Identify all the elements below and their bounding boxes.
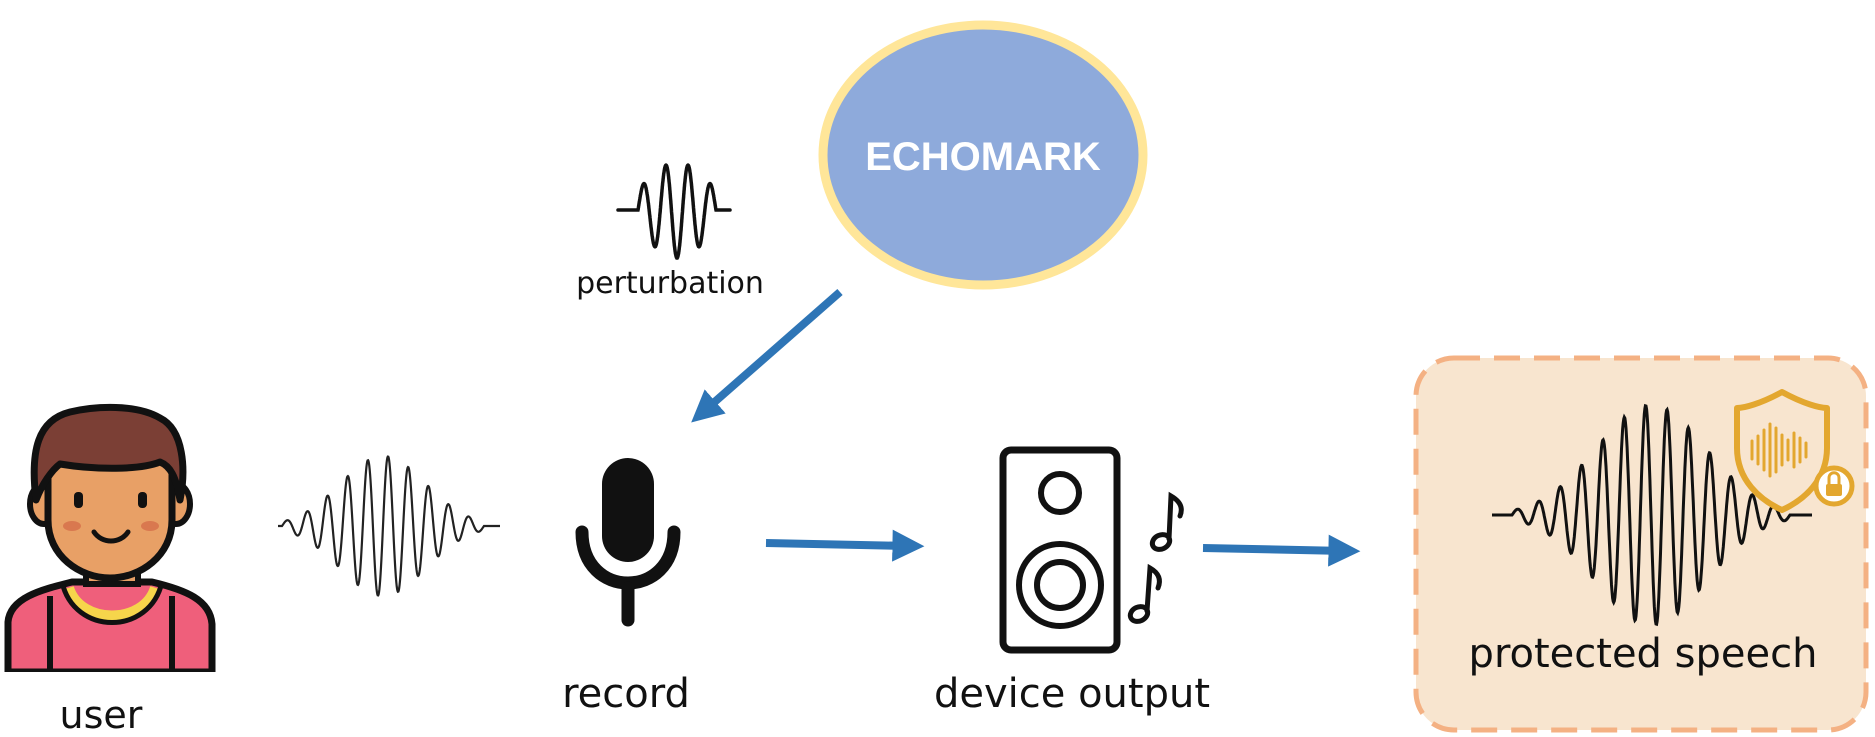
protected-speech-label: protected speech	[1469, 631, 1818, 677]
record-label: record	[562, 671, 690, 717]
echomark-node	[818, 20, 1148, 290]
perturbation-label: perturbation	[576, 266, 764, 301]
input-waveform-icon	[278, 455, 500, 597]
speaker-icon	[999, 446, 1121, 654]
shield-lock-icon	[1734, 389, 1855, 513]
device-output-label: device output	[934, 671, 1210, 717]
music-notes-icon	[1127, 491, 1184, 624]
arrow-record-to-device	[765, 529, 925, 562]
microphone-icon	[575, 458, 681, 627]
protected-waveform-icon	[1492, 403, 1812, 627]
perturbation-waveform-icon	[616, 163, 732, 260]
arrow-echomark-to-record	[691, 288, 843, 423]
echomark-label: ECHOMARK	[865, 135, 1101, 179]
arrow-device-to-protected	[1202, 534, 1361, 567]
user-avatar-icon	[4, 403, 216, 672]
user-label: user	[60, 693, 143, 737]
